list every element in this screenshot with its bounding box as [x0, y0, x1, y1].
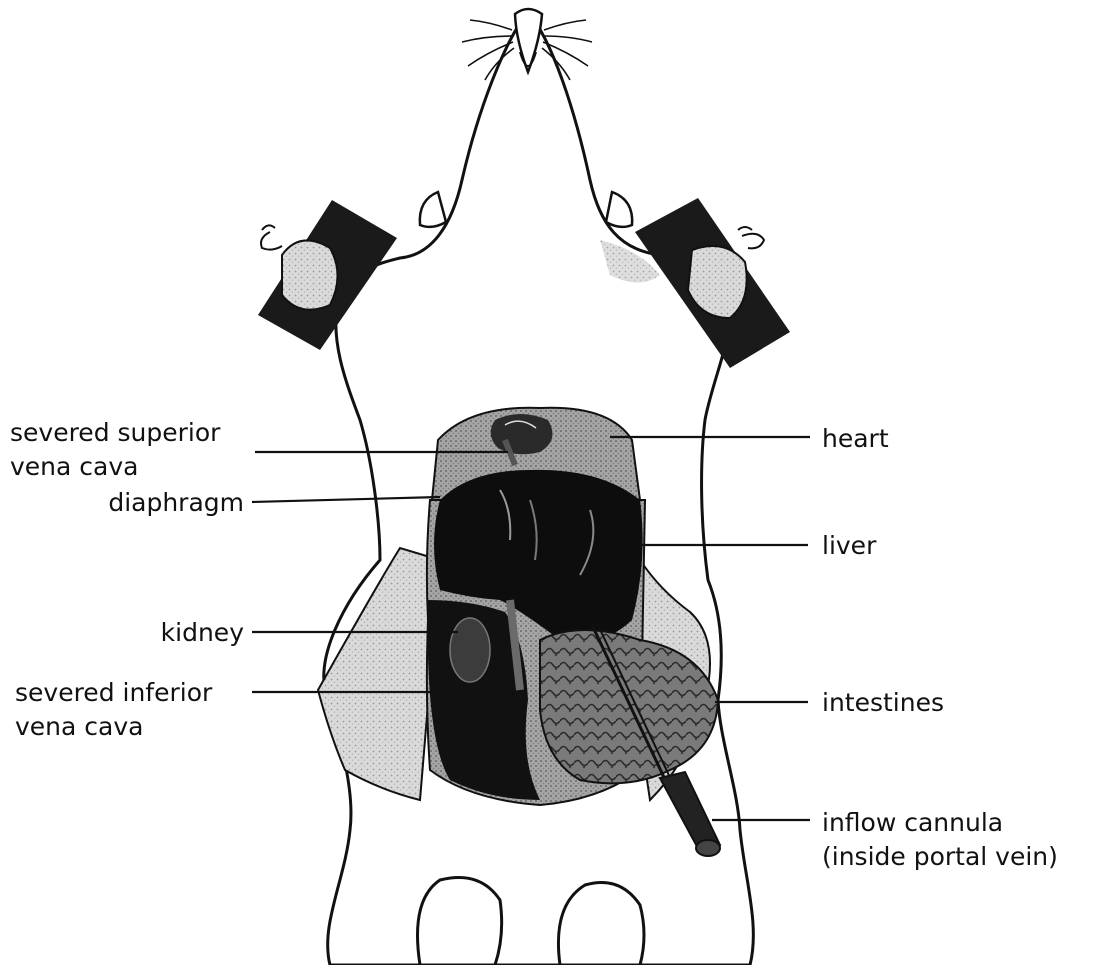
- label-severed-superior-vena-cava-2: vena cava: [10, 452, 138, 482]
- skin-flap-left: [318, 548, 440, 800]
- label-kidney: kidney: [120, 618, 244, 648]
- label-liver: liver: [822, 531, 876, 561]
- label-severed-inferior-vena-cava-2: vena cava: [15, 712, 143, 742]
- heart-organ: [491, 414, 553, 454]
- left-ear: [420, 192, 446, 227]
- label-intestines: intestines: [822, 688, 944, 718]
- label-heart: heart: [822, 424, 889, 454]
- right-ear: [606, 192, 632, 227]
- label-inflow-cannula-2: (inside portal vein): [822, 842, 1058, 872]
- label-inflow-cannula-1: inflow cannula: [822, 808, 1003, 838]
- label-severed-inferior-vena-cava-1: severed inferior: [15, 678, 212, 708]
- label-diaphragm: diaphragm: [88, 488, 244, 518]
- left-hind-leg: [418, 878, 502, 965]
- label-severed-superior-vena-cava-1: severed superior: [10, 418, 220, 448]
- right-hind-leg: [558, 883, 644, 965]
- kidney-organ: [450, 618, 490, 682]
